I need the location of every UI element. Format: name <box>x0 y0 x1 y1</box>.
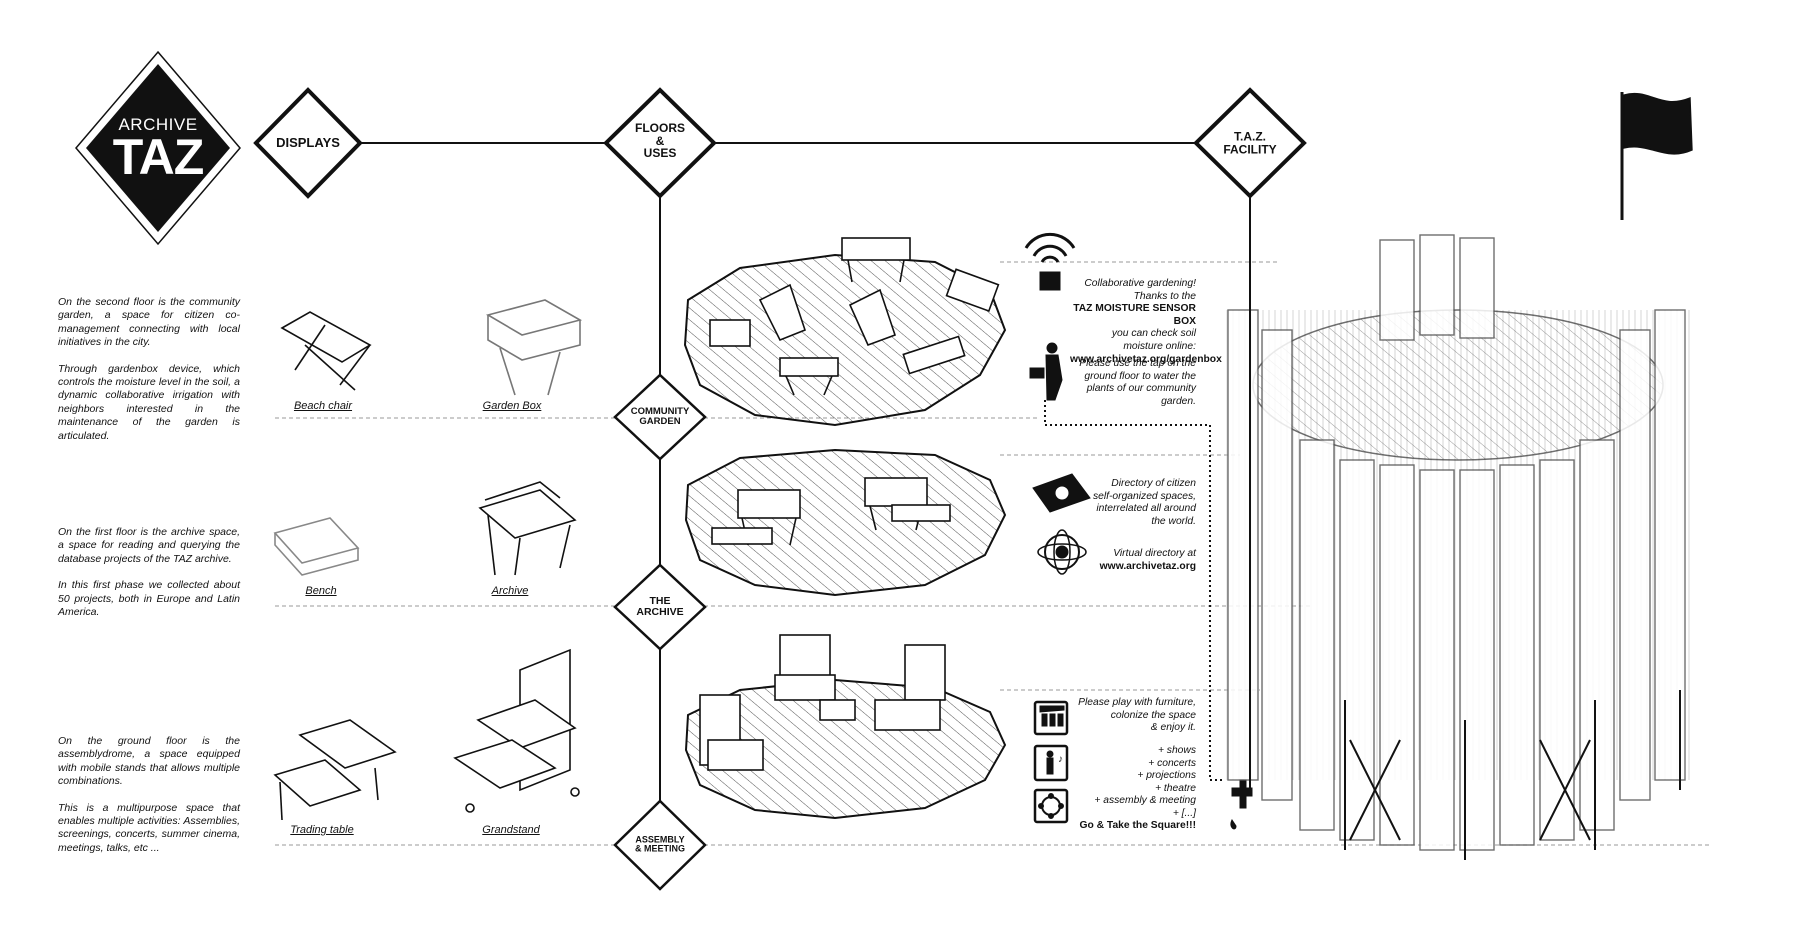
directory-note: Directory of citizen self-organized spac… <box>1092 478 1196 527</box>
flag-icon <box>1620 92 1693 220</box>
virtual-url-link[interactable]: www.archivetaz.org <box>1099 560 1196 572</box>
wifi-sensor-icon <box>1024 232 1076 291</box>
second-floor-text-1: On the second floor is the community gar… <box>58 296 240 349</box>
water-tap-icon <box>1230 779 1253 830</box>
floor-label-the-archive: THE ARCHIVE <box>636 594 684 618</box>
garden-note-line-1: Collaborative gardening! Thanks to the <box>1084 278 1196 302</box>
virtual-directory-note: Virtual directory at www.archivetaz.org <box>1070 548 1196 573</box>
tap-note: Please use the tap on the ground floor t… <box>1079 358 1196 407</box>
water-pipe-line <box>1044 400 1225 781</box>
book-at-icon <box>1032 473 1091 513</box>
globe-network-icon <box>1037 529 1087 575</box>
svg-text:♪: ♪ <box>1058 754 1063 765</box>
play-note: Please play with furniture, colonize the… <box>1078 697 1196 734</box>
first-floor-text-2: In this first phase we collected about 5… <box>58 579 240 619</box>
garden-sensor-note: Collaborative gardening! Thanks to the T… <box>1070 278 1222 366</box>
floor-diamonds <box>613 373 707 891</box>
first-floor-description: On the first floor is the archive space,… <box>58 526 240 632</box>
caption-grandstand: Grandstand <box>482 824 540 836</box>
garden-sensor-name: TAZ MOISTURE SENSOR BOX <box>1073 303 1196 327</box>
connector-lines <box>357 142 1251 890</box>
garden-url-link[interactable]: www.archivetaz.org/gardenbox <box>1070 353 1222 365</box>
caption-bench: Bench <box>305 585 337 597</box>
virtual-note-line: Virtual directory at <box>1113 548 1196 559</box>
platform-furniture <box>699 237 1000 771</box>
activities-list: + shows + concerts + projections + theat… <box>1094 745 1196 819</box>
ground-floor-description: On the ground floor is the assemblydrome… <box>58 735 240 868</box>
taz-tower-drawing <box>1222 92 1693 860</box>
header-taz-facility: T.A.Z. FACILITY <box>1223 129 1277 156</box>
caption-garden-box: Garden Box <box>482 400 542 412</box>
header-displays: DISPLAYS <box>276 135 340 151</box>
logo-main-text: TAZ <box>112 129 204 185</box>
logo-top-text: ARCHIVE <box>118 115 198 134</box>
ground-floor-text-1: On the ground floor is the assemblydrome… <box>58 735 240 788</box>
circle-of-people-icon <box>1033 788 1069 824</box>
floor-label-assembly-meeting: ASSEMBLY & MEETING <box>634 834 686 854</box>
header-floors-uses: FLOORS & USES <box>635 121 685 161</box>
seated-audience-icon <box>1033 700 1069 736</box>
ground-floor-text-2: This is a multipurpose space that enable… <box>58 801 240 854</box>
caption-beach-chair: Beach chair <box>293 400 353 412</box>
header-diamonds <box>253 87 1307 199</box>
second-floor-text-2: Through gardenbox device, which controls… <box>58 362 240 442</box>
note-icons: ♪ <box>1024 232 1253 830</box>
display-drawings <box>273 299 583 821</box>
first-floor-text-1: On the first floor is the archive space,… <box>58 526 240 565</box>
second-floor-description: On the second floor is the community gar… <box>58 296 240 456</box>
caption-archive: Archive <box>491 585 529 597</box>
performer-music-icon: ♪ <box>1033 744 1069 782</box>
caption-trading-table: Trading table <box>290 824 354 836</box>
taz-logo-diamond <box>75 50 241 246</box>
gardener-watering-icon <box>1029 342 1063 401</box>
floor-label-community-garden: COMMUNITY GARDEN <box>630 406 690 427</box>
go-take-the-square: Go & Take the Square!!! <box>1079 820 1196 831</box>
garden-note-line-2: you can check soil moisture online: <box>1111 328 1196 352</box>
